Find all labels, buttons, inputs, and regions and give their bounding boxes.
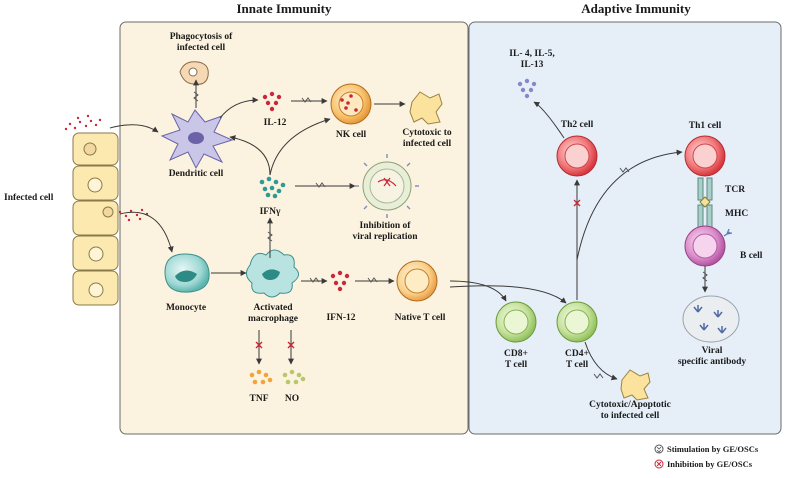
apoptotic-label-1: Cytotoxic/Apoptotic (589, 400, 671, 410)
cytotoxic-label-1: Cytotoxic to (402, 128, 452, 138)
native-t-cell-label: Native T cell (395, 313, 446, 323)
b-cell-label: B cell (740, 251, 763, 261)
inhibition-marks (255, 199, 581, 349)
il4-label-1: IL- 4, IL-5, (509, 49, 555, 59)
activated-macrophage-label-1: Activated (253, 303, 293, 313)
apoptotic-label-2: to infected cell (601, 411, 660, 421)
mhc-label: MHC (725, 209, 748, 219)
no-dots (282, 369, 306, 385)
legend (654, 444, 664, 469)
th2-cell-label: Th2 cell (561, 120, 594, 130)
activated-macrophage-icon (246, 249, 299, 298)
il12-dots (262, 91, 282, 112)
adaptive-header: Adaptive Immunity (581, 1, 691, 16)
stimulation-marks (193, 91, 708, 379)
legend-stimulation: Stimulation by GE/OSCs (667, 444, 759, 454)
cd8-label-2: T cell (505, 360, 528, 370)
innate-header: Innate Immunity (237, 1, 332, 16)
ifn12-label: IFN-12 (326, 313, 355, 323)
antibody-label-1: Viral (702, 346, 723, 356)
tnf-label: TNF (250, 394, 269, 404)
il4-label-2: IL-13 (521, 60, 544, 70)
tcr-mhc-icon (697, 177, 713, 228)
native-t-cell-icon (396, 260, 438, 302)
pathway-arrows (109, 79, 708, 381)
ifn-gamma-dots (259, 176, 286, 199)
il12-label: IL-12 (264, 118, 287, 128)
cytotoxic-cell-icon (409, 91, 443, 125)
antibody-icon (682, 295, 740, 343)
monocyte-icon (164, 253, 210, 293)
no-label: NO (285, 394, 299, 404)
phagocytosis-label-2: infected cell (177, 43, 226, 53)
ifn-gamma-label: IFNγ (260, 207, 281, 217)
monocyte-label: Monocyte (166, 303, 206, 313)
adaptive-panel (468, 21, 782, 435)
dendritic-cell-icon (160, 109, 234, 170)
infected-cell-column (72, 132, 119, 306)
tnf-dots (249, 369, 273, 385)
legend-inhibition: Inhibition by GE/OSCs (667, 459, 753, 469)
inhibition-label-1: Inhibition of (360, 221, 412, 231)
nk-cell-icon (330, 83, 372, 125)
virus-particles (64, 114, 149, 222)
cd4-label-2: T cell (566, 360, 589, 370)
antibody-label-2: specific antibody (678, 357, 747, 367)
nk-cell-label: NK cell (336, 130, 367, 140)
cd8-t-cell-icon (495, 301, 537, 343)
cd4-t-cell-icon (556, 301, 598, 343)
viral-replication-icon (355, 154, 419, 218)
th2-cell-icon (556, 135, 598, 177)
phagocytosis-label-1: Phagocytosis of (170, 32, 233, 42)
phagocytosed-cell-icon (179, 61, 209, 85)
b-cell-icon (684, 225, 733, 267)
dendritic-cell-label: Dendritic cell (169, 169, 224, 179)
tcr-label: TCR (725, 185, 745, 195)
cd4-label-1: CD4+ (565, 349, 589, 359)
cytotoxic-label-2: infected cell (403, 139, 452, 149)
th1-cell-label: Th1 cell (689, 121, 722, 131)
apoptotic-cell-icon (620, 369, 651, 401)
activated-macrophage-label-2: macrophage (248, 314, 298, 324)
infected-cell-label: Infected cell (4, 193, 54, 203)
inhibition-label-2: viral replication (353, 232, 419, 242)
il4-dots (517, 78, 537, 99)
th1-cell-icon (684, 135, 726, 177)
cd8-label-1: CD8+ (504, 349, 528, 359)
ifn12-dots (330, 270, 350, 292)
